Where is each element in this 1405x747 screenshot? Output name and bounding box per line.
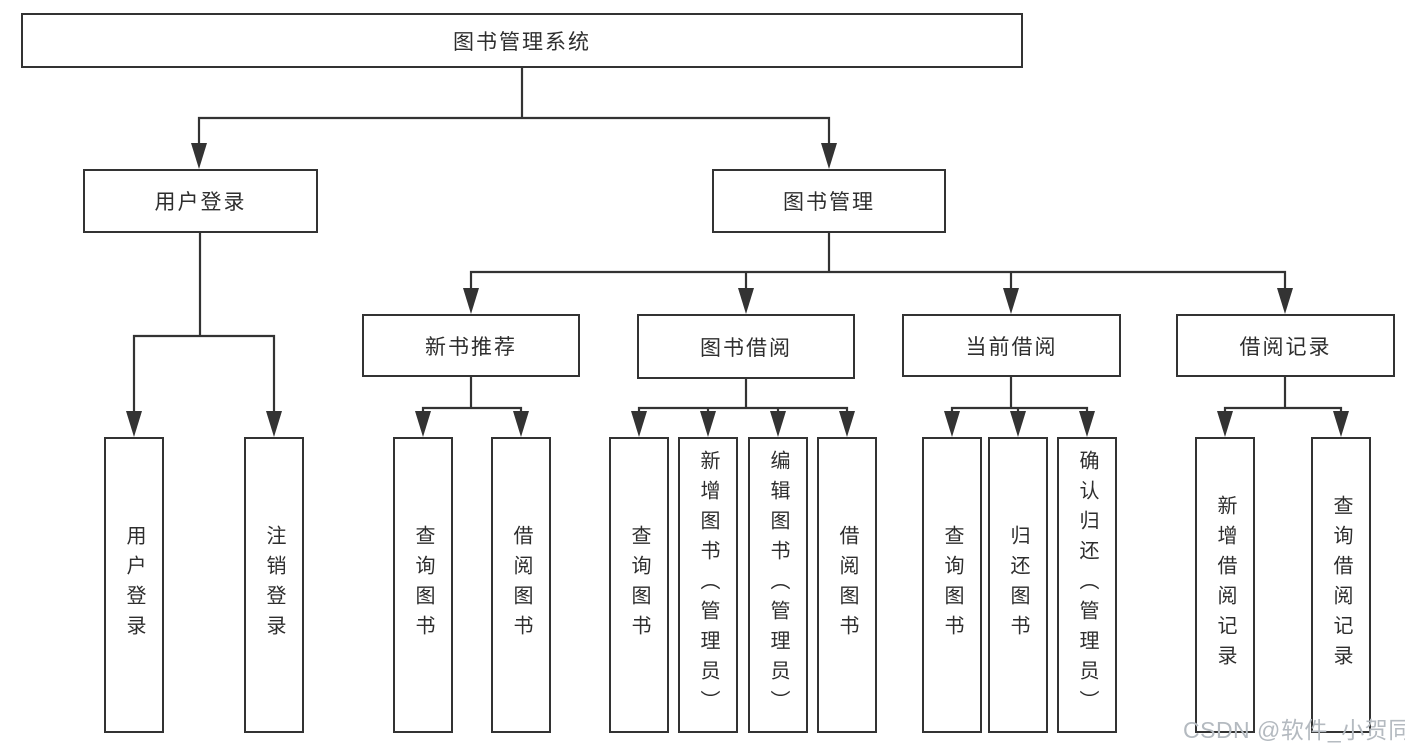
leaf-query-books-current: 查询图书 [922, 437, 982, 733]
node-root-system: 图书管理系统 [21, 13, 1023, 68]
node-user-login: 用户登录 [83, 169, 318, 233]
leaf-query-books-borrow: 查询图书 [609, 437, 669, 733]
leaf-query-books-borrow-label: 查询图书 [628, 525, 650, 645]
node-current-borrow: 当前借阅 [902, 314, 1121, 377]
leaf-borrow-books-label: 借阅图书 [836, 525, 858, 645]
leaf-query-borrow-record: 查询借阅记录 [1311, 437, 1371, 733]
leaf-user-login-label: 用户登录 [123, 525, 145, 645]
leaf-query-borrow-record-label: 查询借阅记录 [1330, 495, 1352, 675]
leaf-add-borrow-record-label: 新增借阅记录 [1214, 495, 1236, 675]
leaf-logout-label: 注销登录 [263, 525, 285, 645]
leaf-borrow-books-recommend: 借阅图书 [491, 437, 551, 733]
leaf-add-borrow-record: 新增借阅记录 [1195, 437, 1255, 733]
leaf-user-login: 用户登录 [104, 437, 164, 733]
leaf-edit-books-admin: 编辑图书（管理员） [748, 437, 808, 733]
leaf-return-books-label: 归还图书 [1007, 525, 1029, 645]
leaf-confirm-return-admin-label: 确认归还（管理员） [1076, 450, 1098, 720]
leaf-return-books: 归还图书 [988, 437, 1048, 733]
node-book-borrow: 图书借阅 [637, 314, 855, 379]
leaf-borrow-books-recommend-label: 借阅图书 [510, 525, 532, 645]
csdn-watermark: CSDN @软件_小贺同学 [1183, 717, 1405, 743]
node-book-management: 图书管理 [712, 169, 946, 233]
leaf-edit-books-admin-label: 编辑图书（管理员） [767, 450, 789, 720]
leaf-query-books-recommend: 查询图书 [393, 437, 453, 733]
node-new-book-recommend: 新书推荐 [362, 314, 580, 377]
leaf-borrow-books: 借阅图书 [817, 437, 877, 733]
leaf-add-books-admin: 新增图书（管理员） [678, 437, 738, 733]
leaf-add-books-admin-label: 新增图书（管理员） [697, 450, 719, 720]
leaf-logout: 注销登录 [244, 437, 304, 733]
leaf-confirm-return-admin: 确认归还（管理员） [1057, 437, 1117, 733]
leaf-query-books-current-label: 查询图书 [941, 525, 963, 645]
node-borrow-records: 借阅记录 [1176, 314, 1395, 377]
leaf-query-books-recommend-label: 查询图书 [412, 525, 434, 645]
